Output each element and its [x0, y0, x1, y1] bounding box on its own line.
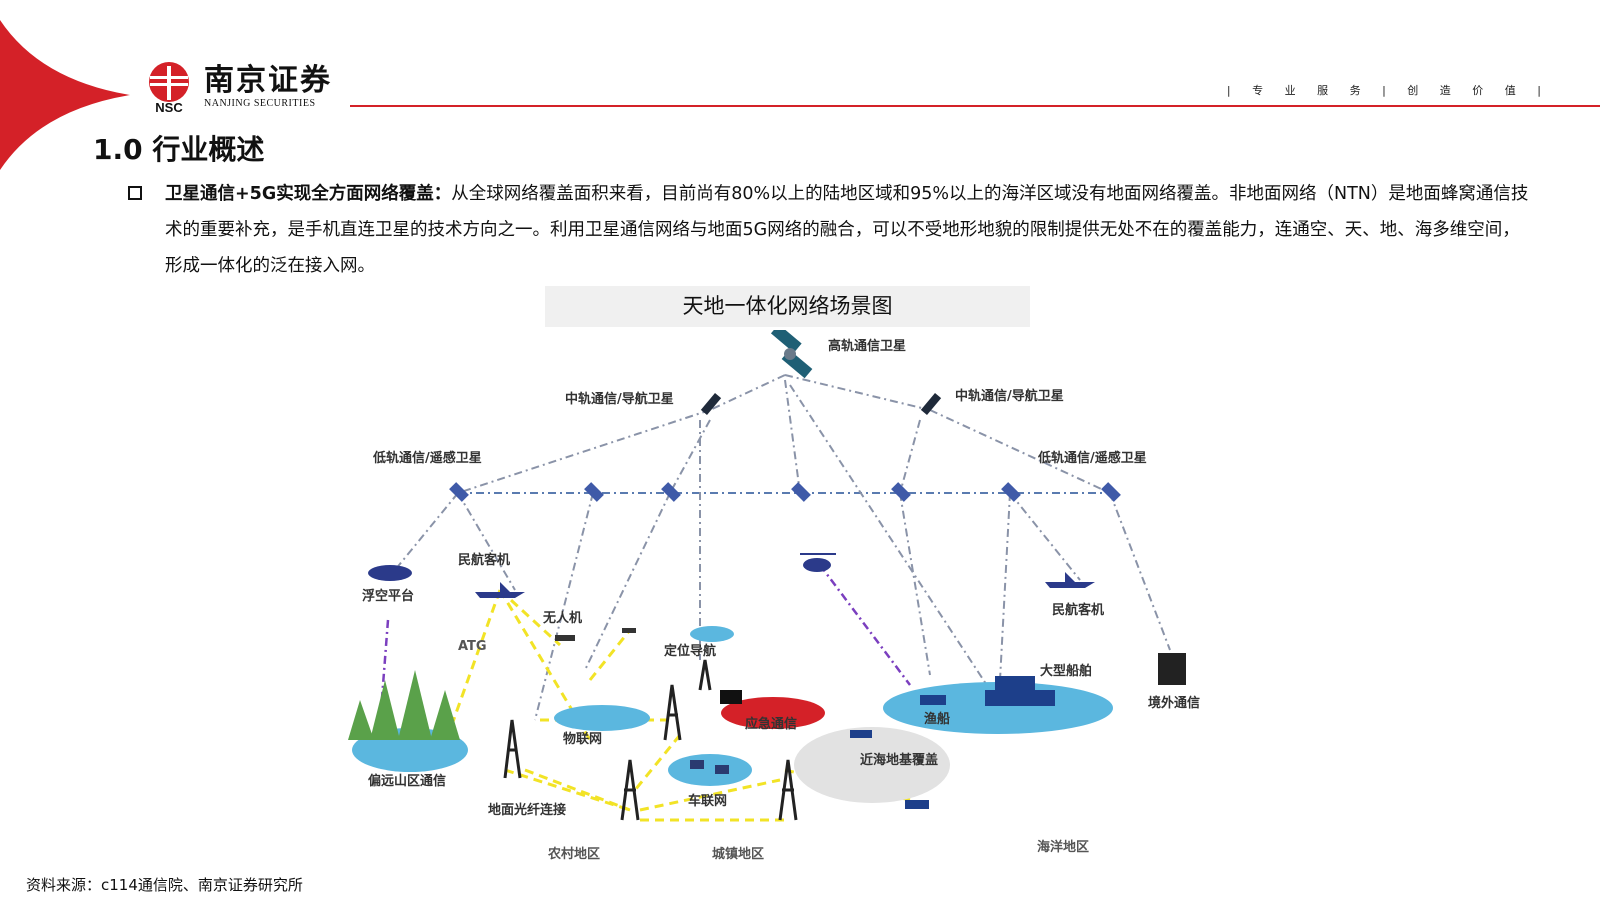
label-leo-left: 低轨通信/遥感卫星	[372, 450, 482, 466]
logo-cn-name: 南京证券	[204, 63, 332, 98]
geo-satellite-icon	[770, 330, 813, 379]
ships-icon	[850, 676, 1055, 809]
helicopter-icon	[800, 553, 836, 572]
company-logo: NSC 南京证券 NANJING SECURITIES	[142, 60, 332, 114]
corner-decoration	[0, 20, 130, 170]
city-building-icon	[1158, 653, 1186, 685]
drone-icon	[555, 628, 636, 641]
source-note: 资料来源：c114通信院、南京证券研究所	[26, 876, 303, 894]
label-ocean: 海洋地区	[1037, 839, 1089, 855]
label-geo-sat: 高轨通信卫星	[828, 338, 906, 354]
cars-icon	[690, 760, 729, 774]
label-fiber: 地面光纤连接	[488, 802, 566, 818]
label-big-ship: 大型船舶	[1040, 663, 1092, 679]
label-urban: 城镇地区	[712, 846, 764, 862]
label-positioning: 定位导航	[663, 643, 716, 659]
emergency-vehicle-icon	[720, 690, 742, 704]
label-plane-left: 民航客机	[458, 552, 510, 568]
bullet-body: 从全球网络覆盖面积来看，目前尚有80%以上的陆地区域和95%以上的海洋区域没有地…	[165, 184, 1529, 276]
network-diagram: 高轨通信卫星 中轨通信/导航卫星 中轨通信/导航卫星 低轨通信/遥感卫星 低轨通…	[348, 330, 1200, 862]
label-meo-left: 中轨通信/导航卫星	[565, 391, 674, 407]
label-leo-right: 低轨通信/遥感卫星	[1037, 450, 1147, 466]
label-fishing: 渔船	[924, 711, 950, 727]
section-title: 1.0 行业概述	[93, 133, 265, 166]
airship-icon	[368, 565, 412, 581]
label-emergency: 应急通信	[745, 716, 797, 732]
plane-left-icon	[475, 582, 525, 598]
figure-title: 天地一体化网络场景图	[545, 286, 1030, 327]
label-v2x: 车联网	[688, 793, 727, 809]
logo-en-name: NANJING SECURITIES	[204, 98, 316, 109]
bullet-heading: 卫星通信+5G实现全方面网络覆盖：	[165, 184, 452, 204]
label-overseas: 境外通信	[1148, 695, 1200, 711]
bullet-paragraph: 卫星通信+5G实现全方面网络覆盖：从全球网络覆盖面积来看，目前尚有80%以上的陆…	[165, 176, 1535, 284]
label-rural: 农村地区	[547, 846, 600, 862]
label-atg: ATG	[458, 639, 487, 654]
plane-right-icon	[1045, 572, 1095, 588]
label-meo-right: 中轨通信/导航卫星	[955, 388, 1064, 404]
label-airship: 浮空平台	[362, 588, 414, 604]
label-iot: 物联网	[563, 731, 602, 747]
nsc-logo-icon: NSC	[149, 62, 189, 114]
label-drone: 无人机	[542, 610, 582, 626]
label-plane-right: 民航客机	[1052, 602, 1104, 618]
bullet-marker	[128, 186, 142, 200]
header-rule	[350, 105, 1600, 107]
logo-abbr: NSC	[155, 100, 183, 114]
label-nearshore: 近海地基覆盖	[860, 752, 938, 768]
slogan: | 专 业 服 务 | 创 造 价 值 |	[1226, 84, 1550, 97]
label-remote: 偏远山区通信	[368, 773, 446, 789]
